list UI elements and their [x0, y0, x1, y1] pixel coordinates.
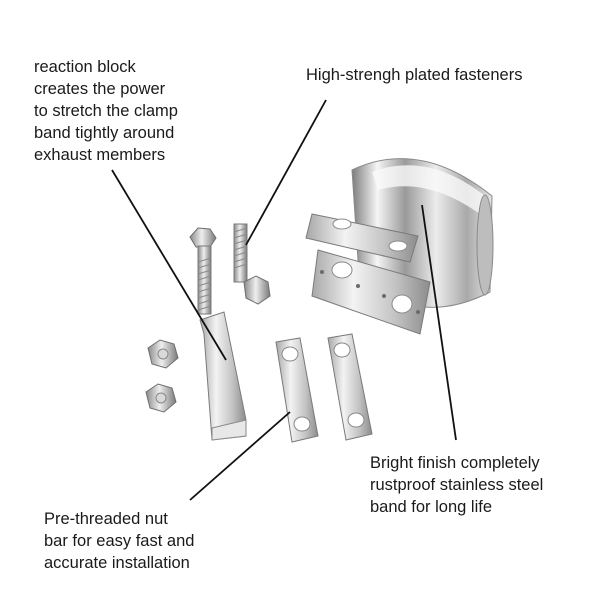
- hex-nut-upper: [147, 339, 179, 369]
- leader-nut-bar: [189, 411, 291, 501]
- callout-fasteners: High-strengh plated fasteners: [306, 66, 523, 84]
- leader-lines: [111, 99, 457, 501]
- callout-nut-bar: Pre-threaded nut bar for easy fast and a…: [44, 510, 195, 572]
- leader-reaction-block: [111, 169, 227, 361]
- nut-bar-left: [275, 337, 319, 443]
- nut-bar-right: [327, 333, 373, 441]
- callout-reaction-block: reaction block creates the power to stre…: [34, 58, 178, 164]
- long-bolt: [189, 227, 217, 315]
- clamp-band: [305, 158, 494, 335]
- leader-fasteners: [245, 99, 327, 246]
- hex-nut-lower: [145, 383, 177, 413]
- short-bolt: [233, 223, 271, 305]
- callout-finish: Bright finish completely rustproof stain…: [370, 454, 544, 516]
- leader-finish: [421, 204, 457, 441]
- reaction-block: [199, 311, 247, 441]
